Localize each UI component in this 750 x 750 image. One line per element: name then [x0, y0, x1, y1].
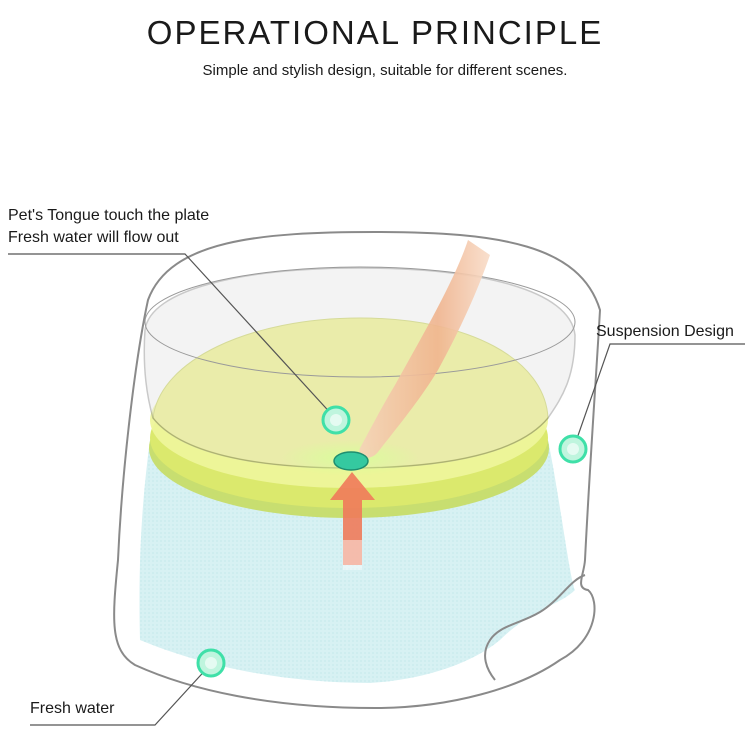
- tongue-marker: [321, 405, 351, 435]
- pet-tongue: [359, 240, 490, 458]
- suspension-callout-leader: [573, 343, 745, 448]
- suspension-callout: Suspension Design: [596, 323, 734, 340]
- suspension-marker: [558, 434, 588, 464]
- tongue-callout-leader: [8, 253, 336, 419]
- tongue-callout-line2: Fresh water will flow out: [8, 229, 179, 246]
- bowl-notch: [484, 574, 586, 681]
- fresh-water-callout-leader: [30, 664, 211, 726]
- bowl-inner-wall: [143, 267, 576, 469]
- page-title: OPERATIONAL PRINCIPLE: [146, 14, 604, 51]
- floating-plate: [152, 317, 549, 469]
- tongue-callout-line1: Pet's Tongue touch the plate: [8, 207, 210, 224]
- tongue-callout: Pet's Tongue touch the plate Fresh water…: [8, 205, 209, 249]
- plate-center-button: [333, 451, 369, 471]
- fresh-water-callout: Fresh water: [30, 700, 115, 717]
- page-subtitle: Simple and stylish design, suitable for …: [202, 62, 568, 79]
- water-flow-arrow: [330, 472, 375, 565]
- fresh-water-marker: [196, 648, 226, 678]
- bowl-inner-rim: [144, 266, 576, 378]
